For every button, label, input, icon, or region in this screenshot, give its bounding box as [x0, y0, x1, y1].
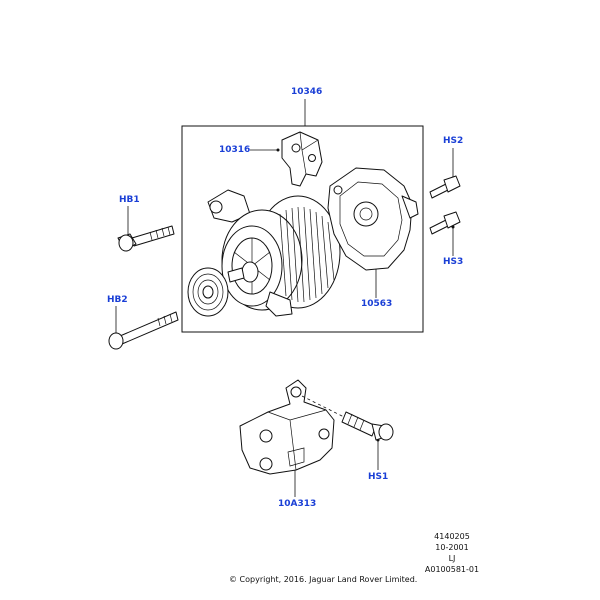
callout-10563[interactable]: 10563	[361, 299, 393, 309]
diagram-code: 4140205	[434, 532, 470, 541]
mounting-bracket-drawing	[239, 379, 335, 475]
bolt-hb1-drawing	[117, 225, 175, 252]
copyright-notice: © Copyright, 2016. Jaguar Land Rover Lim…	[229, 575, 418, 584]
callout-hs1[interactable]: HS1	[368, 472, 389, 482]
callout-10a313[interactable]: 10A313	[278, 499, 317, 509]
callout-hb2[interactable]: HB2	[107, 295, 128, 305]
bolt-hs1-drawing	[301, 395, 394, 441]
screw-hs2-drawing	[429, 175, 461, 199]
diagram-date: 10-2001	[435, 543, 469, 552]
alternator-drawing	[187, 189, 341, 317]
callout-10346[interactable]: 10346	[291, 87, 323, 97]
screw-hs3-drawing	[429, 211, 461, 235]
illustration-id: A0100581-01	[424, 565, 480, 574]
callout-hs2[interactable]: HS2	[443, 136, 464, 146]
diagram-region: LJ	[448, 554, 456, 563]
alternator-bracket-drawing	[281, 131, 323, 187]
bolt-hb2-drawing	[108, 311, 179, 350]
assembly-frame	[181, 125, 424, 333]
callout-hb1[interactable]: HB1	[119, 195, 140, 205]
callout-hs3[interactable]: HS3	[443, 257, 464, 267]
callout-10316[interactable]: 10316	[219, 145, 251, 155]
rear-cover-drawing	[327, 167, 419, 271]
